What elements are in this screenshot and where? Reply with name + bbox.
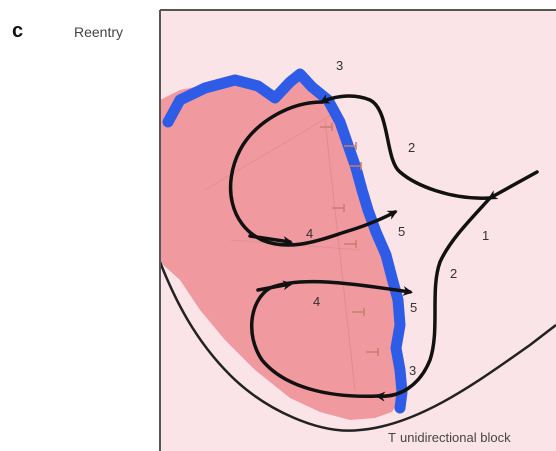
label-3-top: 3 (336, 58, 343, 73)
label-5-bottom: 5 (410, 300, 417, 315)
label-5-top: 5 (398, 224, 405, 239)
label-4-top: 4 (306, 226, 313, 241)
label-2-bottom: 2 (450, 266, 457, 281)
legend-label: unidirectional block (400, 430, 511, 445)
label-2-top: 2 (408, 140, 415, 155)
label-3-bottom: 3 (409, 363, 416, 378)
label-4-bottom: 4 (313, 294, 320, 309)
legend-symbol: T (388, 430, 396, 445)
label-1: 1 (482, 228, 489, 243)
